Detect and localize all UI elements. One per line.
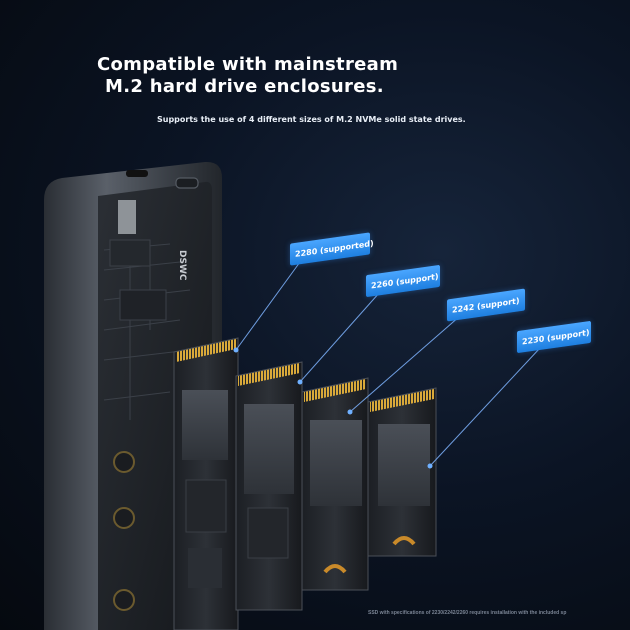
leader-lines (235, 261, 541, 467)
size-tag-label: 2242 (support) (452, 295, 520, 315)
subheadline: Supports the use of 4 different sizes of… (157, 115, 466, 124)
size-tag-label: 2260 (support) (371, 271, 439, 290)
footnote: SSD with specifications of 2230/2242/226… (368, 610, 567, 616)
screw-post-icon (113, 507, 135, 529)
ssd-2260 (235, 361, 303, 611)
headline-line-2: M.2 hard drive enclosures. (105, 76, 384, 97)
screw-post-icon (113, 451, 135, 473)
headline-line-1: Compatible with mainstream (97, 54, 399, 75)
ssd-2230 (367, 387, 437, 557)
headline: Compatible with mainstream M.2 hard driv… (97, 54, 398, 98)
enclosure-label: DSWC (177, 250, 187, 281)
leader-dots (233, 347, 433, 469)
ssd-2242 (301, 377, 369, 591)
usb-c-port (126, 170, 148, 177)
ssd-2280 (173, 337, 239, 630)
screw-post-icon (113, 589, 135, 611)
size-tag-label: 2230 (support) (522, 327, 590, 346)
